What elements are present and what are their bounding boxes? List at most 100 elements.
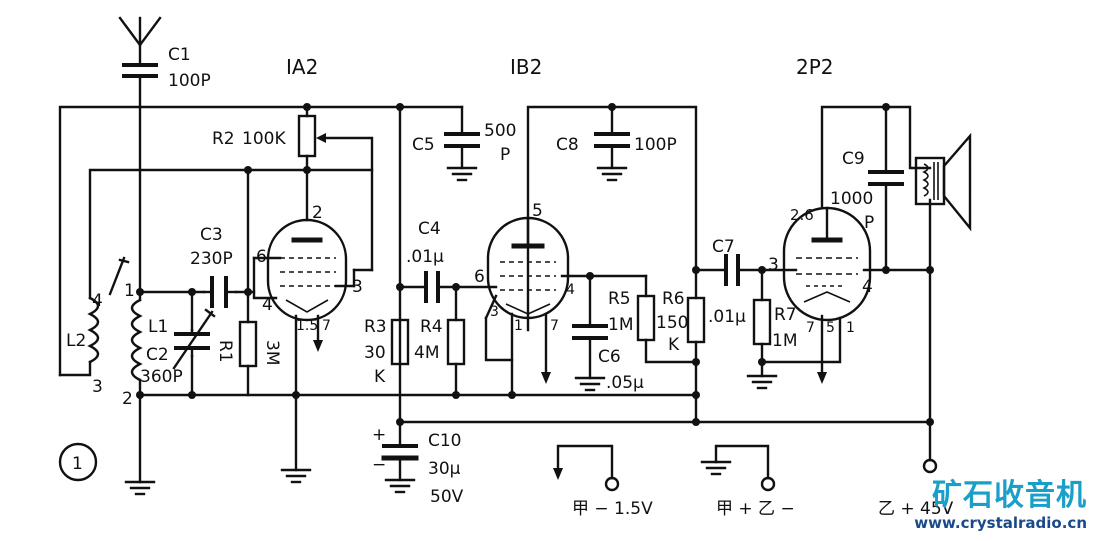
r6-value: 150 (656, 313, 688, 333)
v2-pin-3: 3 (490, 304, 499, 320)
resistor-r4 (446, 318, 466, 366)
v3-pin-3: 3 (768, 255, 779, 275)
c3-value: 230P (190, 249, 233, 269)
r5-name: R5 (608, 289, 631, 309)
c7-name: C7 (712, 237, 735, 257)
v1-pin-4: 4 (262, 295, 273, 315)
capacitor-c6 (572, 274, 608, 392)
figure-number-badge (58, 442, 98, 482)
capacitor-c1 (122, 63, 158, 294)
v3-pin-5: 5 (826, 320, 835, 336)
c10-plus: + (372, 425, 386, 445)
capacitor-c5 (444, 132, 480, 182)
watermark-name: 矿石收音机 (932, 478, 1087, 513)
c2-name: C2 (146, 345, 169, 365)
ground-left (124, 480, 156, 496)
v1-pin-3: 3 (352, 277, 363, 297)
v1-pin-6: 6 (256, 247, 267, 267)
v3-pin-1: 1 (846, 320, 855, 336)
v3-pin-2.6: 2.6 (790, 206, 814, 224)
antenna-symbol (118, 16, 162, 67)
capacitor-c4 (424, 271, 440, 303)
c5-name: C5 (412, 135, 435, 155)
c9-name: C9 (842, 149, 865, 169)
output-wires (398, 105, 932, 462)
resistor-r6 (686, 268, 706, 424)
v2-pin-4: 4 (566, 282, 575, 298)
coil-pin-3: 3 (92, 377, 103, 397)
watermark: 矿石收音机 www.crystalradio.cn (914, 470, 1087, 532)
tube-v2-envelope (484, 216, 648, 397)
tube-v1-envelope (252, 218, 356, 397)
r6-name: R6 (662, 289, 685, 309)
c3-name: C3 (200, 225, 223, 245)
c5-unit: P (500, 145, 510, 165)
r5-value: 1M (608, 315, 633, 335)
slider-arrow (108, 256, 126, 296)
c6-name: C6 (598, 347, 621, 367)
speaker-symbol (914, 132, 972, 232)
r3-unit: K (374, 367, 386, 387)
v2-pin-6: 6 (474, 267, 485, 287)
c8-value: 100P (634, 135, 677, 155)
r2-value: 100K (242, 129, 286, 149)
resistor-r3 (390, 318, 410, 366)
supply-a-minus-terminal (553, 444, 620, 492)
c2-value: 360P (140, 367, 183, 387)
r6-unit: K (668, 335, 680, 355)
c10-value: 30μ (428, 459, 461, 479)
coil-l2 (58, 296, 100, 377)
c1-name: C1 (168, 45, 191, 65)
resistor-r5 (636, 274, 698, 364)
c10-name: C10 (428, 431, 462, 451)
tube-v2-label: IB2 (510, 55, 542, 79)
r3-value: 30 (364, 343, 386, 363)
c4-value: .01μ (406, 247, 444, 267)
v2-pin-7: 7 (550, 318, 559, 334)
c4-name: C4 (418, 219, 441, 239)
r2-name: R2 (212, 129, 235, 149)
resistor-r2-potentiometer (297, 114, 374, 272)
figure-number: 1 (72, 454, 83, 474)
tube-v3-envelope (782, 206, 872, 374)
c9-unit: P (864, 213, 874, 233)
ground-v1 (280, 393, 312, 484)
c1-value: 100P (168, 71, 211, 91)
c6-value: .05μ (606, 373, 644, 393)
v1-wiring (88, 168, 374, 300)
coil-l1 (130, 290, 143, 484)
supply-b-plus-label: 乙 + 45V (878, 499, 954, 519)
r1-value: 3M (262, 340, 282, 365)
l2-label: L2 (66, 331, 86, 351)
resistor-r1 (238, 320, 258, 368)
c7-value: .01μ (708, 307, 746, 327)
capacitor-c9 (868, 170, 904, 186)
coil-pin-4: 4 (92, 291, 103, 311)
v3-pin-4: 4 (862, 277, 873, 297)
capacitor-c7 (694, 254, 798, 286)
r4-value: 4M (414, 343, 439, 363)
v1-pin-7: 7 (322, 318, 331, 334)
capacitor-c2-variable (172, 308, 216, 370)
coil-pin-1: 1 (124, 281, 135, 301)
l1-label: L1 (148, 317, 168, 337)
resistor-r7 (746, 268, 842, 390)
c9-value: 1000 (830, 189, 873, 209)
v1-pin-1.5: 1.5 (296, 318, 318, 334)
supply-a-plus-b-minus-terminal (700, 444, 776, 492)
capacitor-c10-electrolytic (381, 420, 419, 494)
supply-a-minus-label: 甲 − 1.5V (572, 499, 653, 519)
tube-v3-label: 2P2 (796, 55, 834, 79)
r7-value: 1M (772, 331, 797, 351)
v2-pin-1: 1 (514, 318, 523, 334)
c5-value: 500 (484, 121, 516, 141)
c10-voltage: 50V (430, 487, 464, 507)
c10-minus: − (372, 455, 386, 475)
r7-name: R7 (774, 305, 797, 325)
r1-name: R1 (215, 340, 235, 363)
coil-pin-2: 2 (122, 389, 133, 409)
supply-b-plus-terminal (922, 458, 938, 474)
v2-pin-5: 5 (532, 201, 543, 221)
supply-a-plus-b-minus-label: 甲 + 乙 − (716, 499, 795, 519)
capacitor-c3 (202, 276, 238, 308)
